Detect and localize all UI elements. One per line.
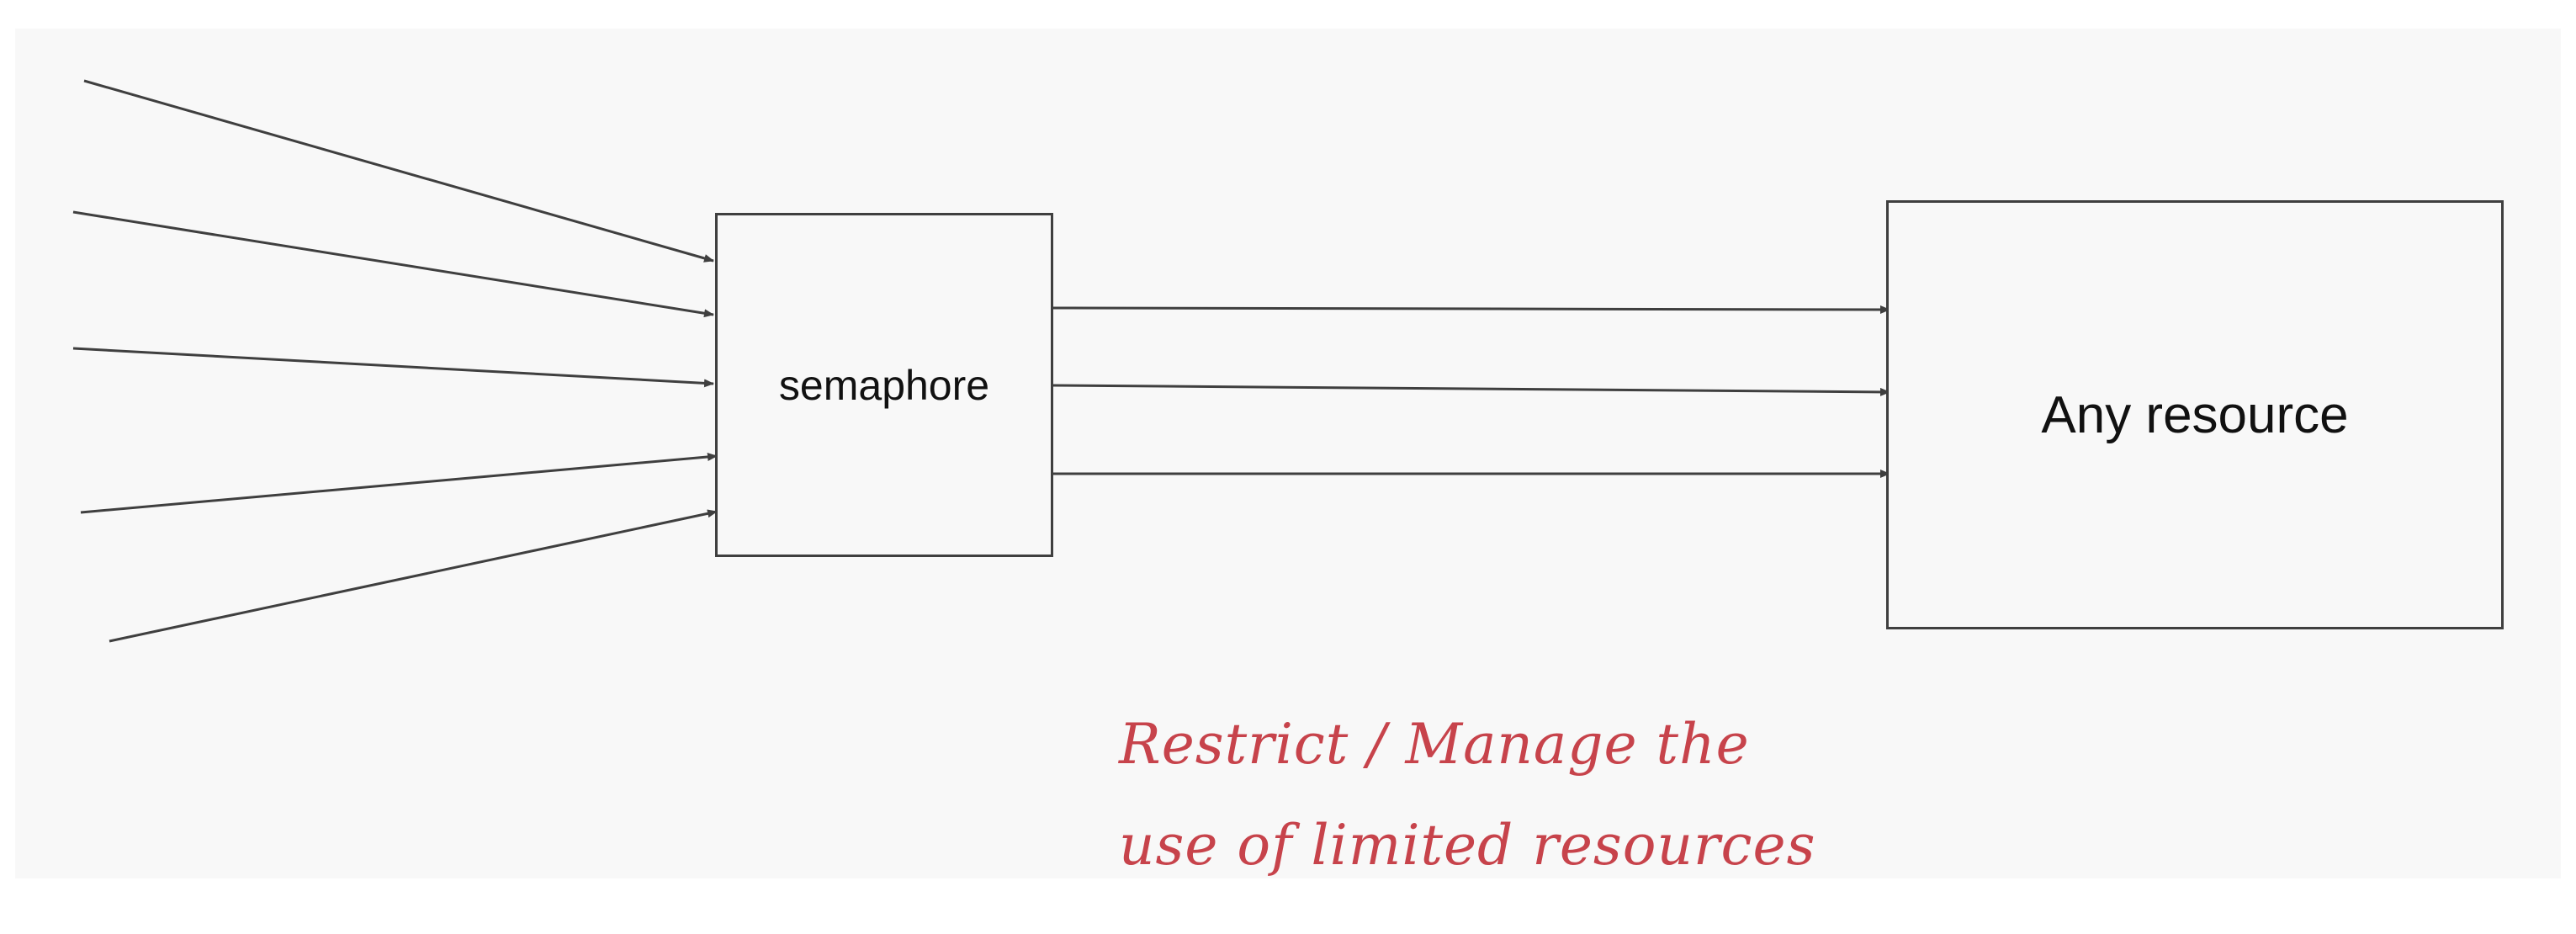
handwritten-note: Restrict / Manage the use of limited res… bbox=[1119, 694, 1816, 896]
semaphore-box: semaphore bbox=[715, 213, 1053, 557]
resource-label: Any resource bbox=[2041, 385, 2349, 444]
incoming-arrow-5 bbox=[109, 509, 718, 643]
incoming-arrow-4 bbox=[80, 452, 718, 514]
incoming-arrow-3 bbox=[72, 347, 714, 388]
outgoing-arrow-2 bbox=[1052, 384, 1890, 396]
semaphore-label: semaphore bbox=[778, 361, 990, 409]
resource-box: Any resource bbox=[1886, 200, 2504, 629]
note-line-1: Restrict / Manage the bbox=[1119, 712, 1750, 777]
incoming-arrow-2 bbox=[72, 210, 714, 318]
incoming-arrow-1 bbox=[83, 79, 714, 263]
outgoing-arrow-1 bbox=[1052, 305, 1890, 314]
note-line-2: use of limited resources bbox=[1119, 813, 1816, 878]
